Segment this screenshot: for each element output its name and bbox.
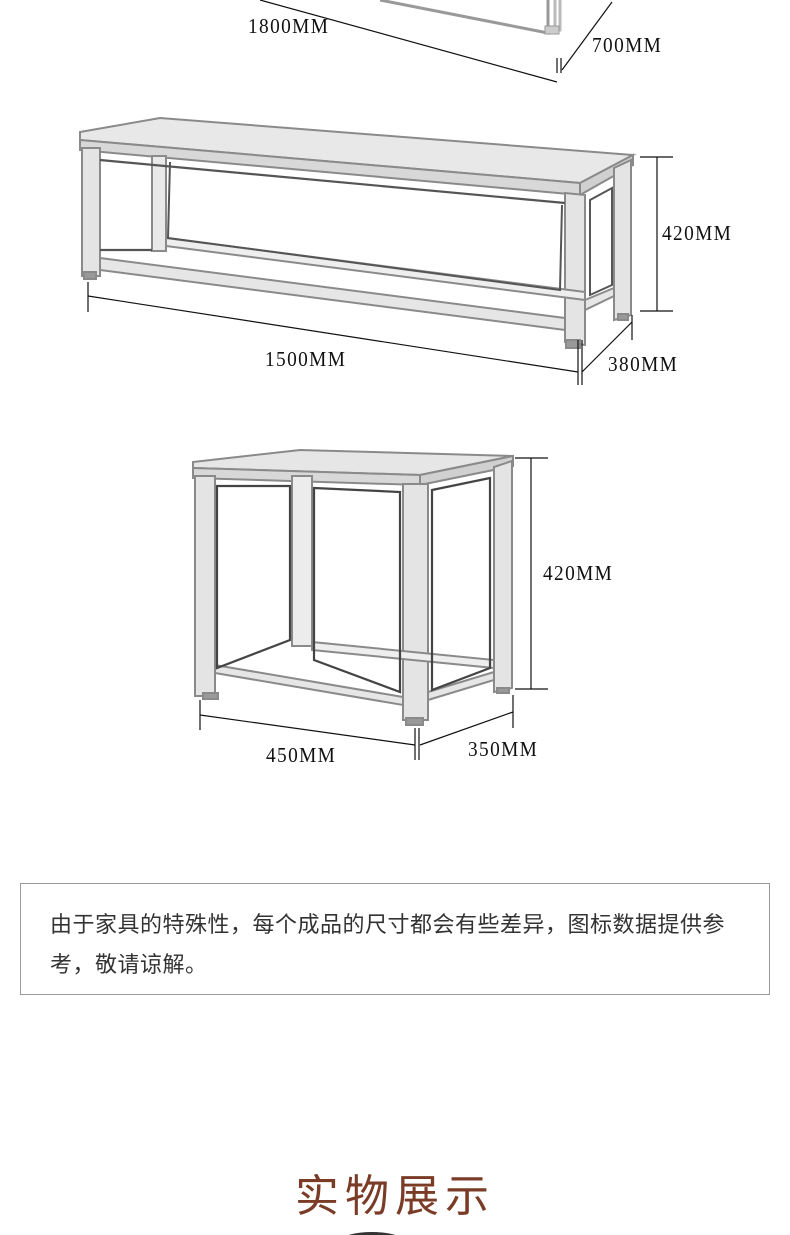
bench-dimension-lines <box>87 156 673 385</box>
stool-length-label: 450MM <box>266 743 337 767</box>
bench-length-label: 1500MM <box>265 347 347 371</box>
table-sketch <box>379 0 562 35</box>
table-depth-label: 700MM <box>592 33 663 57</box>
decorative-divider <box>348 1232 396 1235</box>
table-dimension-lines <box>259 0 613 83</box>
stool-depth-label: 350MM <box>468 737 539 761</box>
bench-height-label: 420MM <box>662 221 733 245</box>
bench-depth-label: 380MM <box>608 352 679 376</box>
disclaimer-box: 由于家具的特殊性，每个成品的尺寸都会有些差异，图标数据提供参考，敬请谅解。 <box>20 883 770 995</box>
stool-dimension-lines <box>199 457 548 760</box>
stool-sketch <box>192 448 514 726</box>
bench-sketch <box>79 116 637 349</box>
stool-height-label: 420MM <box>543 561 614 585</box>
disclaimer-text: 由于家具的特殊性，每个成品的尺寸都会有些差异，图标数据提供参考，敬请谅解。 <box>50 913 726 978</box>
section-title: 实物展示 <box>295 1171 495 1222</box>
table-length-label: 1800MM <box>248 14 330 38</box>
